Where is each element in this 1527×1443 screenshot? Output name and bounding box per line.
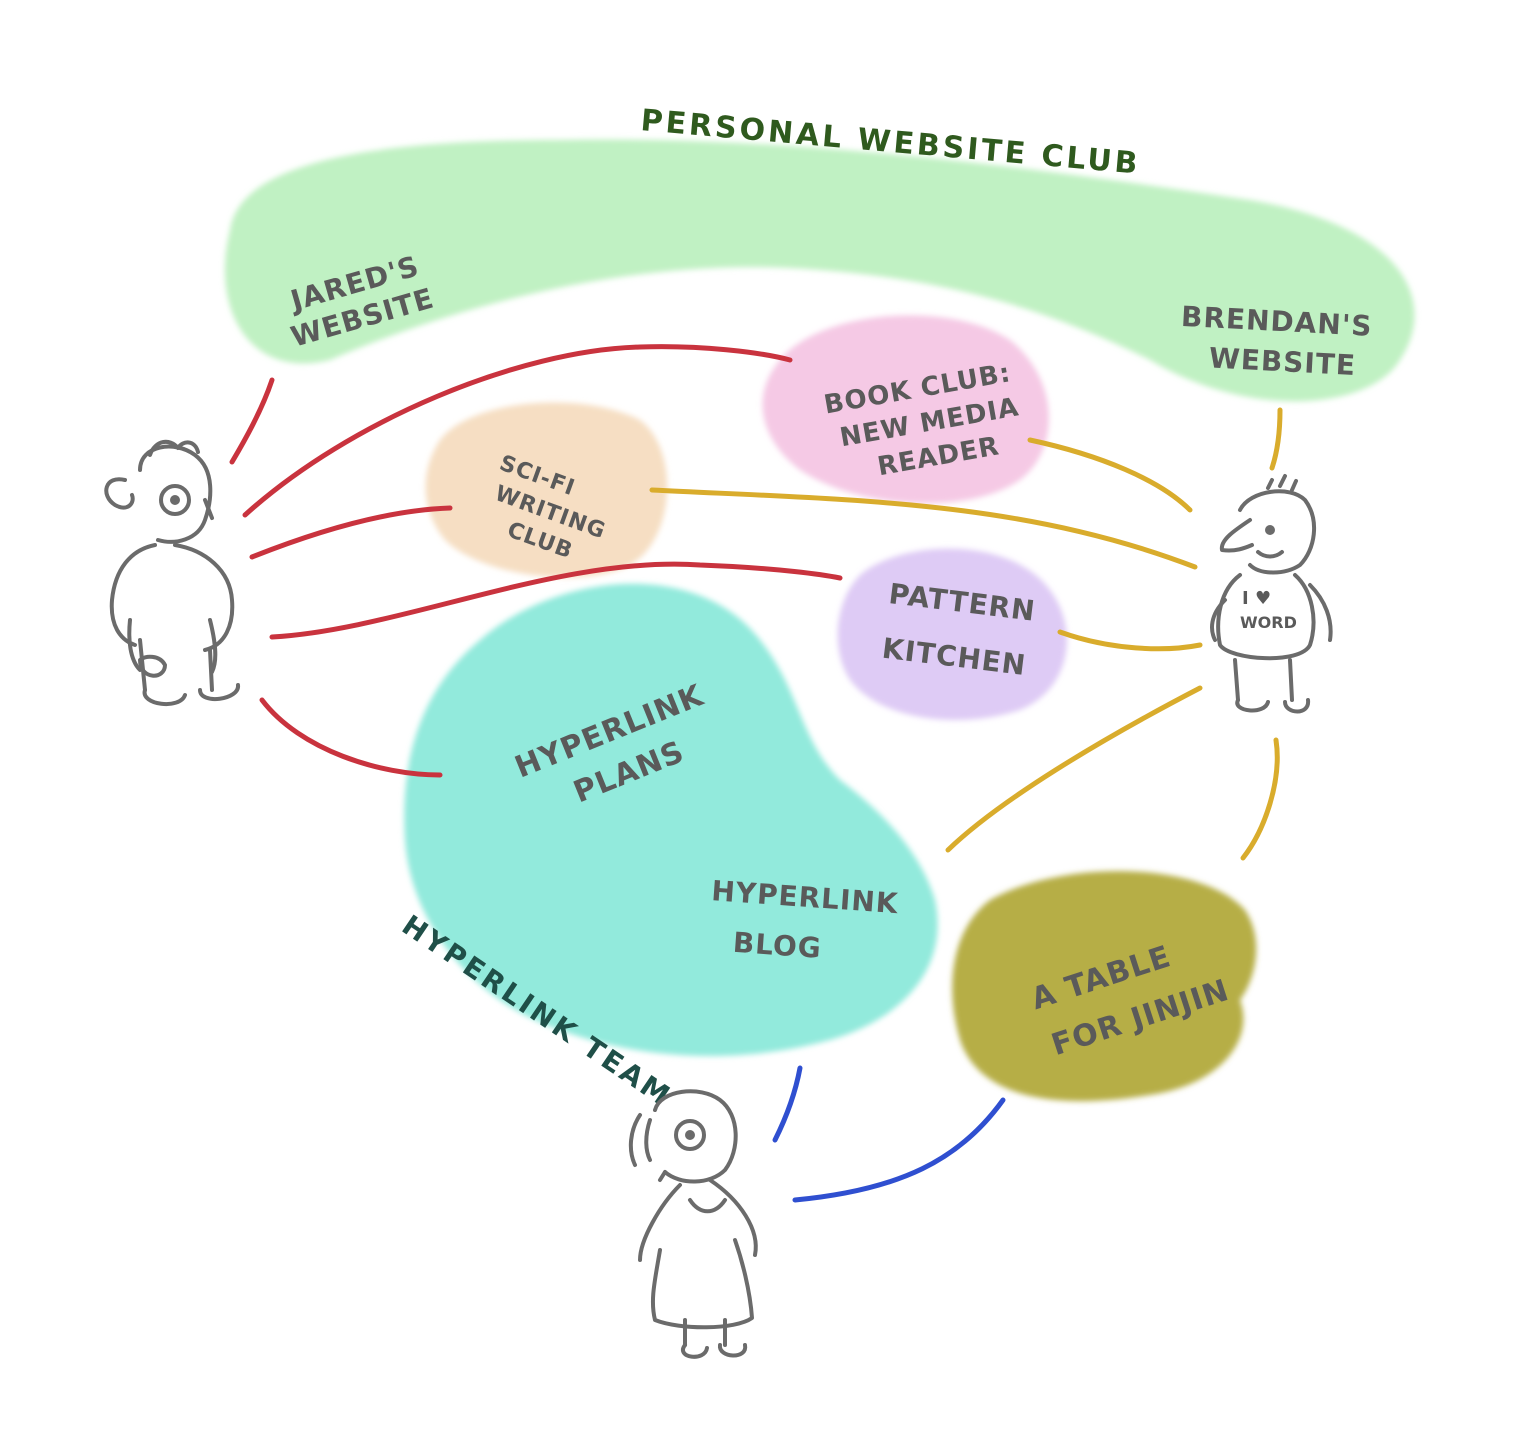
link-brendan-scifi [649, 487, 1198, 570]
table-for-jinjin-area [952, 871, 1257, 1102]
link-jared-scifi [249, 505, 453, 560]
third-person-links [772, 1065, 1006, 1203]
person-brendan-icon: I ♥ WORD [1210, 474, 1333, 714]
scifi-club-area [425, 402, 668, 578]
brendans-website-line-2: WEBSITE [1208, 341, 1357, 382]
jared-links [229, 344, 843, 778]
link-jared-hyperlink-team [259, 697, 443, 778]
person-third-icon [628, 1089, 758, 1359]
brendan-links [649, 407, 1283, 861]
link-third-table [792, 1097, 1006, 1203]
pattern-kitchen-area [837, 548, 1067, 720]
personal-website-club-area [224, 139, 1415, 402]
link-brendan-hyperlink-team [945, 685, 1203, 853]
link-brendan-table [1240, 737, 1280, 861]
link-brendan-book-club [1027, 437, 1193, 513]
link-jared-pattern [269, 561, 843, 640]
link-brendan-website [1269, 407, 1283, 471]
book-club-area [762, 315, 1049, 504]
link-third-hyperlink-team [772, 1065, 803, 1143]
link-jared-book-club [242, 344, 793, 518]
link-brendan-pattern [1057, 629, 1203, 652]
hyperlink-blog-line-2: BLOG [732, 926, 823, 965]
link-jared-website [229, 377, 275, 465]
shirt-line-2: WORD [1240, 613, 1297, 632]
hyperlink-team-area [404, 583, 938, 1057]
shirt-line-1: I ♥ [1242, 588, 1271, 609]
person-jared-icon [104, 439, 240, 707]
